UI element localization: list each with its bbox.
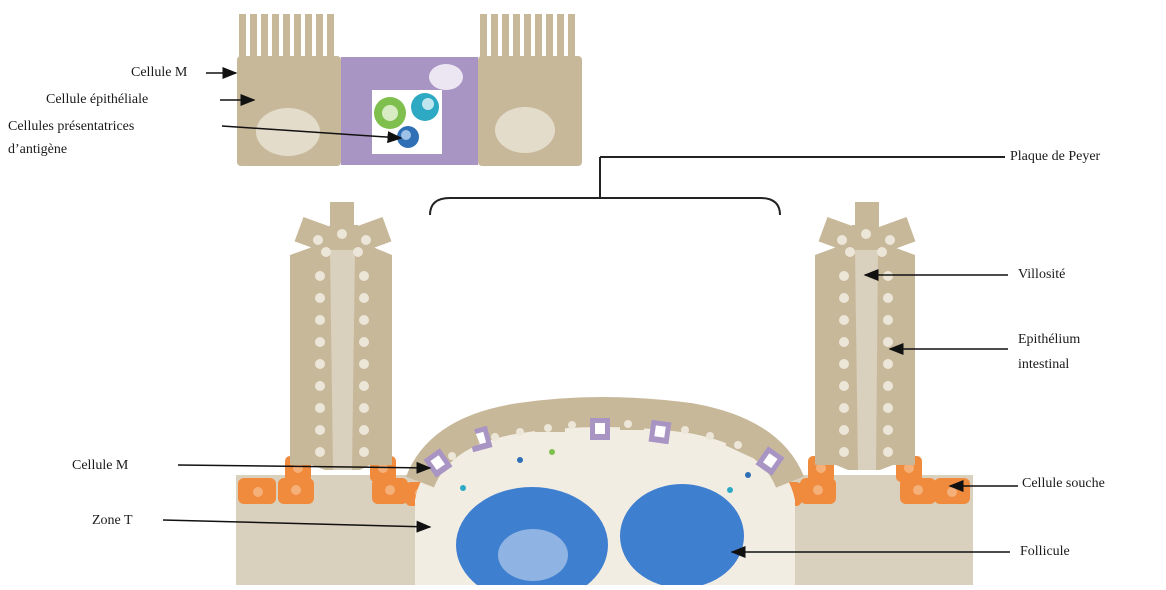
label-plaque-de-peyer: Plaque de Peyer bbox=[1010, 148, 1100, 166]
label-cellule-m-bottom: Cellule M bbox=[72, 457, 128, 475]
villus-right bbox=[815, 202, 915, 470]
label-cellule-m-top: Cellule M bbox=[131, 64, 187, 82]
label-epithelium: Epithélium bbox=[1018, 331, 1080, 349]
label-cellule-souche: Cellule souche bbox=[1022, 475, 1105, 493]
label-follicule: Follicule bbox=[1020, 543, 1070, 561]
label-zone-t: Zone T bbox=[92, 512, 133, 530]
label-cellule-epitheliale: Cellule épithéliale bbox=[46, 91, 148, 109]
label-intestinal: intestinal bbox=[1018, 356, 1069, 374]
label-cellules-presentatrices: Cellules présentatrices bbox=[8, 118, 134, 136]
inset-epithelium bbox=[237, 14, 582, 166]
label-villosite: Villosité bbox=[1018, 266, 1065, 284]
label-dantigene: d’antigène bbox=[8, 141, 67, 159]
villus-left bbox=[290, 202, 392, 470]
epithelial-cell-left bbox=[237, 14, 341, 166]
m-cell-inset bbox=[341, 57, 478, 165]
epithelial-cell-right bbox=[478, 14, 582, 166]
